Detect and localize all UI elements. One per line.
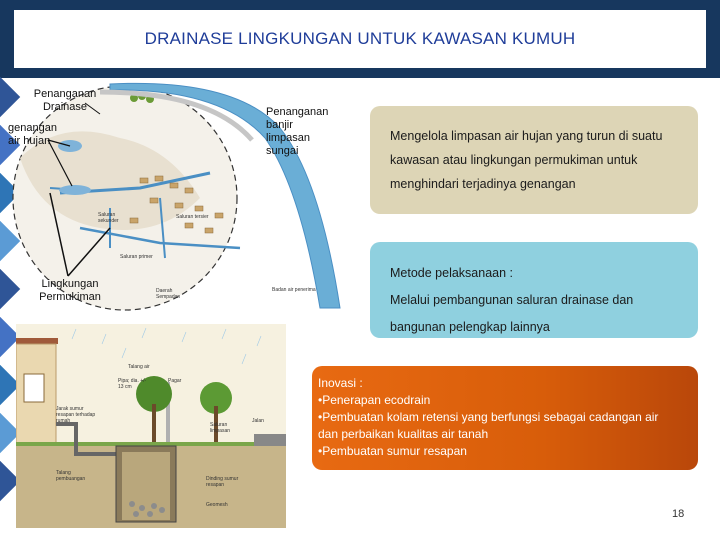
page-number: 18 <box>672 508 685 520</box>
label-text: genangan air hujan <box>8 122 57 147</box>
title-box: DRAINASE LINGKUNGAN UNTUK KAWASAN KUMUH <box>14 10 706 68</box>
infiltration-well-diagram <box>16 324 286 528</box>
small-label: Saluran primer <box>120 254 153 260</box>
box-line: menghindari terjadinya genangan <box>390 177 576 191</box>
small-label: Jarak sumur resapan terhadap rumah <box>56 406 96 424</box>
description-box: Mengelola limpasan air hujan yang turun … <box>370 106 698 214</box>
innovation-box: Inovasi : •Penerapan ecodrain •Pembuatan… <box>312 366 698 470</box>
small-label: Saluran sekunder <box>98 212 119 224</box>
box-line: Metode pelaksanaan : <box>390 266 514 280</box>
small-label: Pipa; dia. +/- 13 cm <box>118 378 147 390</box>
small-label: Talang air <box>128 364 150 370</box>
small-label: Dinding sumur resapan <box>206 476 239 488</box>
method-box: Metode pelaksanaan : Melalui pembangunan… <box>370 242 698 338</box>
box-line: kawasan atau lingkungan permukiman untuk <box>390 153 638 167</box>
drainage-area-diagram <box>12 82 341 311</box>
box-line: Inovasi : <box>318 376 363 390</box>
label-genangan: genangan air hujan <box>8 122 68 148</box>
small-label: Saluran limpasan <box>210 422 231 434</box>
small-label: Jalan <box>252 418 264 424</box>
box-line: •Penerapan ecodrain <box>318 393 431 407</box>
box-line: dan perbaikan kualitas air tanah <box>318 427 489 441</box>
page-title: DRAINASE LINGKUNGAN UNTUK KAWASAN KUMUH <box>144 29 576 48</box>
label-lingkungan: Lingkungan Permukiman <box>30 278 110 304</box>
box-line: •Pembuatan kolam retensi yang berfungsi … <box>318 410 659 424</box>
label-penanganan-drainase: Penanganan Drainase <box>30 88 100 114</box>
box-line: Melalui pembangunan saluran drainase dan <box>390 293 634 307</box>
small-label: Talang pembuangan <box>56 470 86 482</box>
small-label: Badan air penerima <box>272 287 316 293</box>
label-penanganan-banjir: Penanganan banjir limpasan sungai <box>266 106 346 158</box>
label-text: Lingkungan Permukiman <box>39 278 101 303</box>
box-line: •Pembuatan sumur resapan <box>318 444 467 458</box>
label-text: Penanganan Drainase <box>33 88 97 113</box>
box-line: bangunan pelengkap lainnya <box>390 320 550 334</box>
box-line: Mengelola limpasan air hujan yang turun … <box>390 129 663 143</box>
small-label: Geomesh <box>206 502 228 508</box>
small-label: Saluran tersier <box>176 214 209 220</box>
small-label: Daerah Sempadan <box>156 288 181 300</box>
small-label: Pagar <box>168 378 182 384</box>
label-text: Penanganan banjir limpasan sungai <box>266 106 329 157</box>
